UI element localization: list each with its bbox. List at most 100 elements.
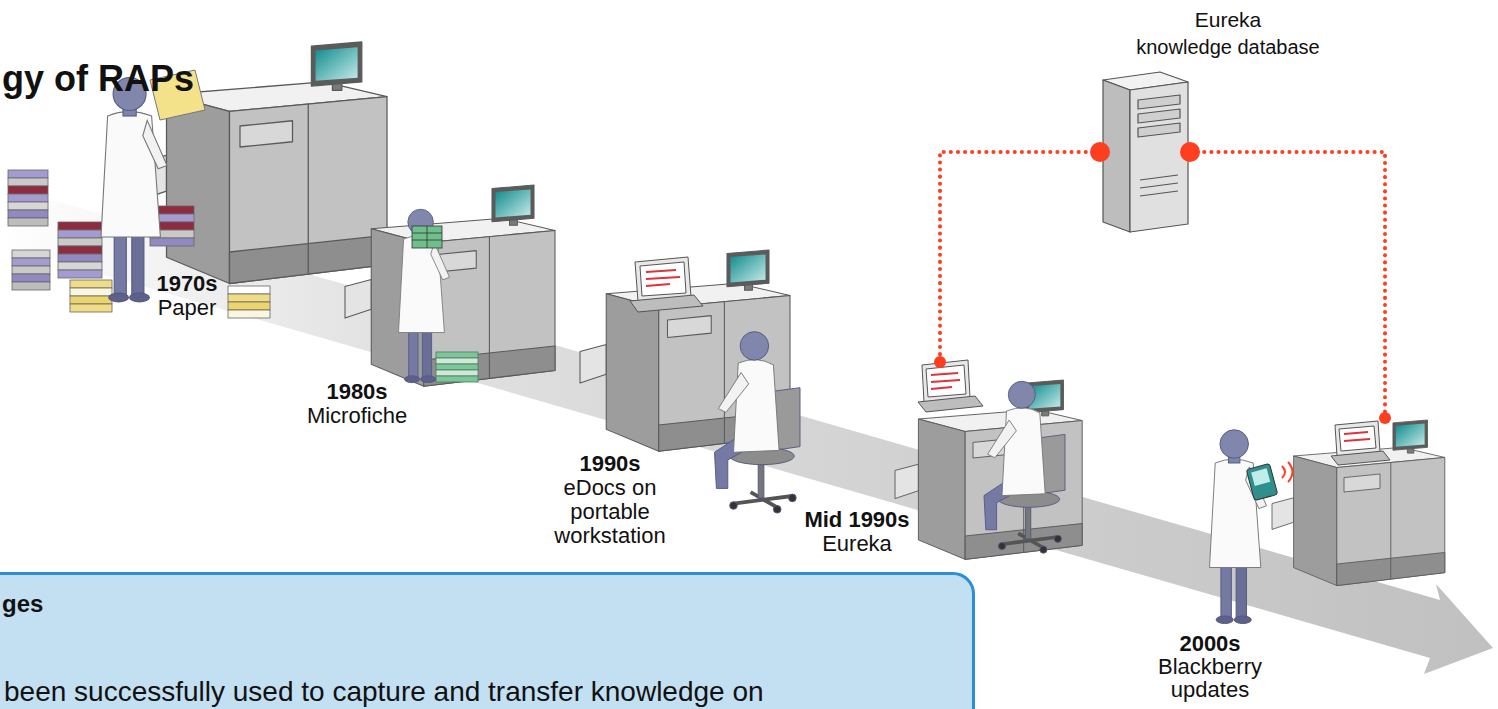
device-screen xyxy=(1251,468,1270,486)
microfiche-card xyxy=(436,376,478,382)
era-illustration: Mid 1990sEureka xyxy=(790,362,1085,595)
laptop-display xyxy=(926,365,966,397)
caption: Mid 1990sEureka xyxy=(792,508,922,556)
server-vent xyxy=(1140,191,1178,196)
era-illustration: 2000sBlackberry updates xyxy=(1140,418,1450,705)
eureka-laptop xyxy=(918,360,983,412)
microfiche-stack xyxy=(436,352,478,382)
paper-sheet xyxy=(8,210,48,218)
copier-machine xyxy=(895,380,1082,559)
era-caption: eDocs on portable workstation xyxy=(545,476,675,548)
microfiche-card xyxy=(436,370,478,376)
era-year: 1990s xyxy=(545,452,675,476)
seated-person xyxy=(715,332,801,513)
signal-wave xyxy=(1288,462,1293,482)
paper-sheet xyxy=(70,296,112,304)
paper-sheet xyxy=(228,286,270,294)
connector-dot xyxy=(1090,142,1110,162)
caption: 2000sBlackberry updates xyxy=(1145,632,1275,701)
era-year: 1980s xyxy=(292,380,422,404)
standing-person xyxy=(399,209,450,382)
connector-dot xyxy=(1379,412,1391,424)
era-caption: Microfiche xyxy=(292,404,422,428)
paper-sheet xyxy=(8,194,48,202)
updated-laptop xyxy=(1331,421,1390,465)
portable-workstation xyxy=(630,257,703,312)
blackberry-device xyxy=(1246,463,1277,500)
paper-sheet xyxy=(12,282,50,290)
era-caption: Paper xyxy=(122,296,252,320)
era-illustration: 1990seDocs on portable workstation xyxy=(545,250,810,550)
copier-machine xyxy=(345,185,555,386)
paper-sheet xyxy=(58,246,102,254)
paper-sheet xyxy=(58,238,102,246)
microfiche-card xyxy=(436,364,478,370)
era-illustration: 1970sPaper xyxy=(85,40,385,325)
dotted-line xyxy=(940,152,1100,362)
caption: 1990seDocs on portable workstation xyxy=(545,452,675,548)
screen-line xyxy=(1344,432,1368,434)
title: gy of RAPs xyxy=(2,58,194,100)
screen-line xyxy=(931,380,960,382)
microfiche-card xyxy=(412,226,442,248)
server-vent xyxy=(1140,183,1178,188)
paper-sheet xyxy=(58,254,102,262)
laptop-display xyxy=(1339,426,1376,451)
microfiche-card xyxy=(436,358,478,364)
server-tower xyxy=(1103,72,1188,232)
node-text: been successfully used to capture and tr… xyxy=(4,676,764,708)
screen-line xyxy=(931,373,958,375)
dotted-connector xyxy=(934,142,1110,368)
laptop-display xyxy=(640,262,686,296)
paper-sheet xyxy=(58,230,102,238)
dotted-line xyxy=(1190,152,1385,418)
laptop-screen xyxy=(635,257,691,301)
server-vent xyxy=(1140,175,1178,180)
caption: 1980sMicrofiche xyxy=(292,380,422,428)
laptop-screen xyxy=(1335,421,1380,456)
laptop-screen xyxy=(922,360,970,402)
paper-sheet xyxy=(58,222,102,230)
microfiche-card xyxy=(436,352,478,358)
box-heading: ges xyxy=(2,590,43,618)
laptop-base xyxy=(1331,451,1390,465)
drive-bay xyxy=(1138,109,1180,123)
microfiche-grid xyxy=(427,226,428,248)
caption: 1970sPaper xyxy=(122,272,252,320)
node-text: knowledge database xyxy=(1108,36,1348,59)
standing-person xyxy=(1210,430,1267,624)
paper-sheet xyxy=(70,280,112,288)
paper-sheet xyxy=(228,294,270,302)
screen-line xyxy=(931,387,952,389)
microfiche-sheet xyxy=(412,226,442,248)
laptop-base xyxy=(918,396,983,412)
paper-sheet xyxy=(228,302,270,310)
paper-sheet xyxy=(8,178,48,186)
drive-bay xyxy=(1138,95,1180,109)
copier-machine xyxy=(1272,420,1445,586)
screen-line xyxy=(646,277,680,279)
server-node: Eurekaknowledge database xyxy=(1100,72,1190,232)
era-caption: Blackberry updates xyxy=(1145,655,1275,701)
paper-sheet xyxy=(8,218,48,226)
era-illustration: 1980sMicrofiche xyxy=(300,185,550,430)
paper-sheet xyxy=(8,202,48,210)
paper-sheet xyxy=(12,274,50,282)
connector-dot xyxy=(934,356,946,368)
paper-sheet xyxy=(8,186,48,194)
screen-line xyxy=(646,270,676,272)
paper-sheet xyxy=(70,288,112,296)
standing-person xyxy=(101,78,167,302)
paper-sheet xyxy=(70,304,112,312)
screen-line xyxy=(1344,439,1370,441)
paper-sheet xyxy=(12,250,50,258)
server-front xyxy=(1130,82,1188,232)
era-year: Mid 1990s xyxy=(792,508,922,532)
paper-sheet xyxy=(150,238,194,246)
paper-sheet xyxy=(12,258,50,266)
era-caption: Eureka xyxy=(792,532,922,556)
paper-sheet xyxy=(12,266,50,274)
seated-person xyxy=(984,381,1065,553)
paper-sheet xyxy=(8,170,48,178)
